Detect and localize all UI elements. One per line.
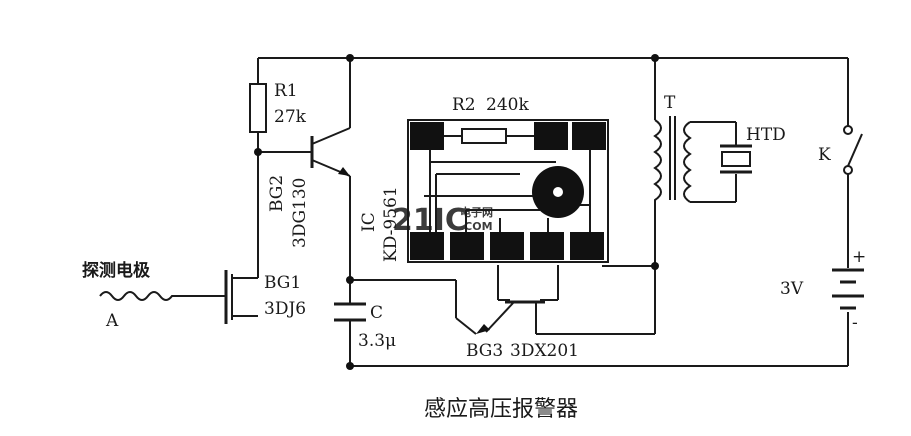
bg2-model: 3DG130 bbox=[290, 178, 310, 248]
htd-name: HTD bbox=[746, 125, 786, 145]
ic-model: KD-9561 bbox=[381, 186, 401, 262]
probe-electrode: 探测电极 A bbox=[82, 260, 178, 331]
switch-k: K bbox=[818, 125, 863, 175]
bg3-name: BG3 bbox=[466, 341, 503, 361]
junction-dots bbox=[254, 54, 659, 370]
c-name: C bbox=[370, 303, 383, 323]
probe-label: 探测电极 bbox=[82, 260, 150, 281]
bg2-name: BG2 bbox=[267, 175, 287, 212]
r2-value: 240k bbox=[486, 95, 529, 115]
diagram-caption: 感应高压报警器 bbox=[424, 397, 578, 422]
battery-plus: + bbox=[852, 247, 866, 267]
watermark-logo: 21IC 电子网 .COM bbox=[392, 203, 493, 238]
ic-label: IC KD-9561 bbox=[359, 186, 401, 262]
r2-name: R2 bbox=[452, 95, 476, 115]
watermark-domain: .COM bbox=[460, 220, 493, 233]
battery-value: 3V bbox=[780, 279, 804, 299]
c-value: 3.3μ bbox=[358, 331, 396, 351]
battery-3v: 3V + - bbox=[780, 247, 866, 333]
r1-value: 27k bbox=[274, 107, 307, 127]
bg1-model: 3DJ6 bbox=[264, 299, 306, 319]
piezo-htd: HTD bbox=[720, 125, 786, 174]
transformer-t: T bbox=[653, 93, 737, 205]
k-name: K bbox=[818, 145, 831, 165]
transistor-bg3: BG3 3DX201 bbox=[455, 280, 579, 361]
t-name: T bbox=[664, 93, 676, 113]
resistor-r1: R1 27k bbox=[249, 81, 307, 133]
bg1-name: BG1 bbox=[264, 273, 301, 293]
probe-terminal: A bbox=[105, 311, 119, 331]
ic-name: IC bbox=[359, 212, 379, 232]
wiring bbox=[232, 57, 849, 367]
capacitor-c: C 3.3μ bbox=[334, 300, 396, 351]
watermark-text: 21IC bbox=[392, 203, 467, 238]
ic-board: R2 240k bbox=[407, 95, 609, 263]
bg3-model: 3DX201 bbox=[510, 341, 579, 361]
r1-name: R1 bbox=[274, 81, 298, 101]
watermark-sub: 电子网 bbox=[460, 205, 493, 219]
transistor-bg1: BG1 3DJ6 bbox=[178, 270, 306, 324]
transistor-bg2: BG2 3DG130 bbox=[267, 127, 351, 248]
battery-minus: - bbox=[852, 313, 858, 333]
